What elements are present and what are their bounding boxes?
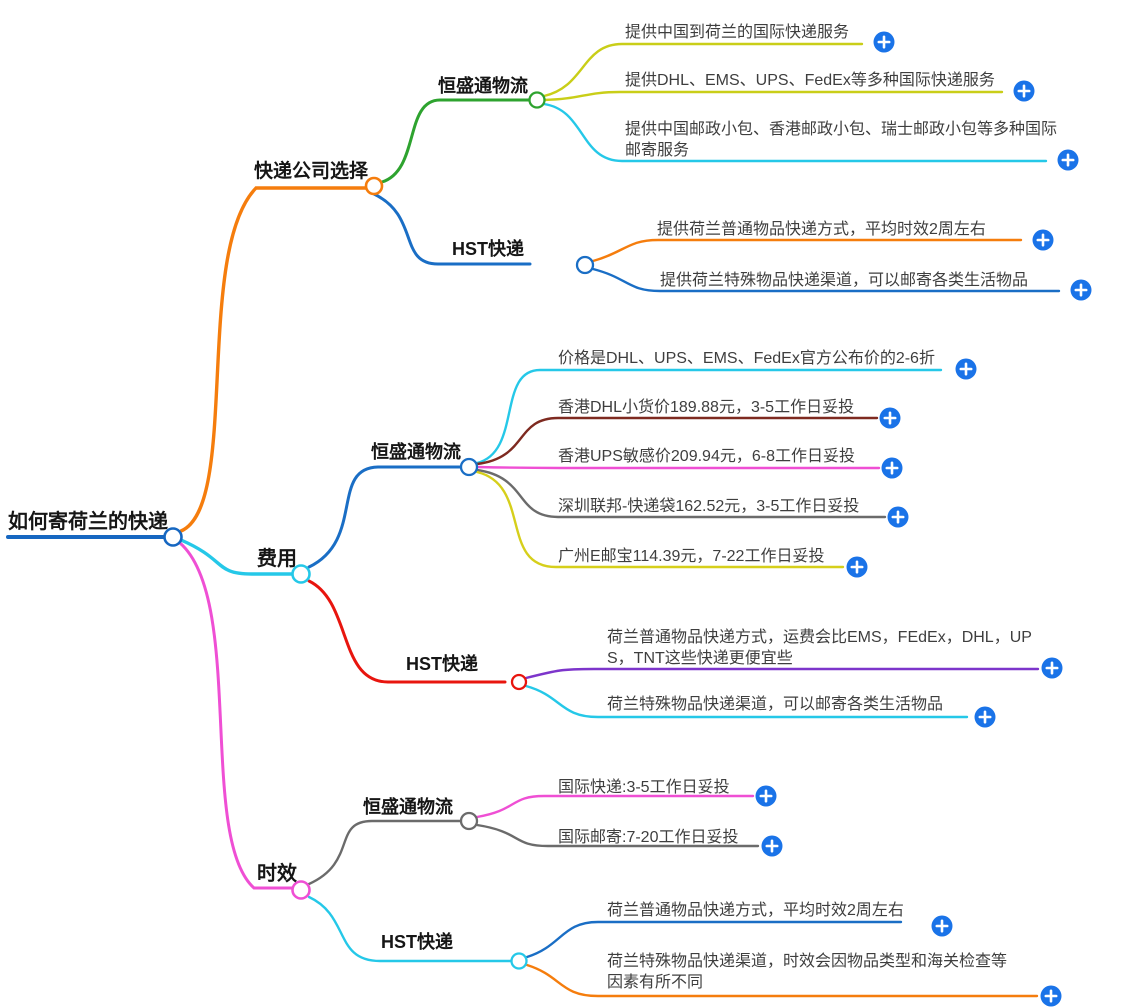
toggle-hengshengtong-bot[interactable]: [459, 811, 479, 831]
edge-leaf-cheaper: [524, 667, 1040, 680]
toggle-cost[interactable]: [291, 564, 311, 584]
leaf-nl-normal-top[interactable]: 提供荷兰普通物品快递方式，平均时效2周左右: [657, 221, 986, 238]
edge-cost: [179, 538, 295, 576]
node-hengshengtong-mid[interactable]: 恒盛通物流: [371, 442, 461, 462]
add-node-button[interactable]: [881, 457, 903, 479]
add-node-button[interactable]: [1070, 279, 1092, 301]
node-hst-mid[interactable]: HST快递: [406, 654, 478, 674]
leaf-nl-special-mid[interactable]: 荷兰特殊物品快递渠道，可以邮寄各类生活物品: [607, 696, 944, 713]
edge-company-selection: [179, 186, 368, 533]
leaf-nl-normal-bot[interactable]: 荷兰普通物品快递方式，平均时效2周左右: [607, 902, 904, 919]
plus-icon: [1074, 283, 1088, 297]
toggle-root[interactable]: [163, 527, 183, 547]
add-node-button[interactable]: [931, 915, 953, 937]
edge-leaf-hk-dhl: [475, 416, 879, 466]
toggle-hst-bot[interactable]: [510, 952, 528, 970]
edge-leaf-intl-express-time: [475, 794, 755, 819]
leaf-postal-packets[interactable]: 提供中国邮政小包、香港邮政小包、瑞士邮政小包等多种国际邮寄服务: [625, 121, 1058, 159]
plus-icon: [765, 839, 779, 853]
edge-leaf-hk-ups: [475, 465, 881, 470]
leaf-price-discount[interactable]: 价格是DHL、UPS、EMS、FedEx官方公布价的2-6折: [558, 350, 935, 367]
edge-timeliness: [178, 541, 295, 890]
edge-hengshengtong-mid: [307, 465, 462, 569]
plus-icon: [959, 362, 973, 376]
edge-leaf-postal-packets: [542, 102, 1048, 163]
add-node-button[interactable]: [1057, 149, 1079, 171]
edge-leaf-nl-special-top: [591, 267, 1061, 293]
leaf-dhl-ems-ups[interactable]: 提供DHL、EMS、UPS、FedEx等多种国际快递服务: [625, 72, 995, 89]
toggle-hst-mid[interactable]: [510, 673, 528, 691]
leaf-nl-special-bot[interactable]: 荷兰特殊物品快递渠道，时效会因物品类型和海关检查等因素有所不同: [607, 953, 1008, 991]
leaf-sz-fedex[interactable]: 深圳联邦-快递袋162.52元，3-5工作日妥投: [558, 498, 860, 515]
leaf-intl-express-time[interactable]: 国际快递:3-5工作日妥投: [558, 779, 730, 796]
leaf-intl-mail-time[interactable]: 国际邮寄:7-20工作日妥投: [558, 829, 739, 846]
plus-icon: [1017, 84, 1031, 98]
edge-leaf-cn-nl-service: [542, 42, 864, 98]
add-node-button[interactable]: [1032, 229, 1054, 251]
node-hengshengtong-bot[interactable]: 恒盛通物流: [363, 797, 453, 817]
add-node-button[interactable]: [873, 31, 895, 53]
plus-icon: [759, 789, 773, 803]
node-root[interactable]: 如何寄荷兰的快递: [8, 511, 168, 533]
leaf-cheaper[interactable]: 荷兰普通物品快递方式，运费会比EMS，FEdEx，DHL，UPS，TNT这些快递…: [607, 629, 1032, 667]
add-node-button[interactable]: [974, 706, 996, 728]
node-company-selection[interactable]: 快递公司选择: [254, 161, 369, 182]
add-node-button[interactable]: [1013, 80, 1035, 102]
add-node-button[interactable]: [887, 506, 909, 528]
plus-icon: [850, 560, 864, 574]
edge-leaf-intl-mail-time: [475, 823, 760, 848]
plus-icon: [978, 710, 992, 724]
edge-leaf-nl-special-bot: [525, 963, 1039, 998]
node-hst-bot[interactable]: HST快递: [381, 932, 453, 952]
add-node-button[interactable]: [846, 556, 868, 578]
edge-leaf-gz-epacket: [475, 470, 845, 569]
edge-hengshengtong-bot: [307, 819, 462, 886]
plus-icon: [1061, 153, 1075, 167]
edge-leaf-nl-normal-top: [591, 238, 1023, 263]
add-node-button[interactable]: [1041, 657, 1063, 679]
leaf-hk-ups[interactable]: 香港UPS敏感价209.94元，6-8工作日妥投: [558, 448, 855, 465]
plus-icon: [885, 461, 899, 475]
add-node-button[interactable]: [1040, 985, 1062, 1007]
add-node-button[interactable]: [761, 835, 783, 857]
leaf-hk-dhl[interactable]: 香港DHL小货价189.88元，3-5工作日妥投: [558, 399, 855, 416]
edge-leaf-sz-fedex: [475, 468, 887, 519]
node-hst-top[interactable]: HST快递: [452, 239, 524, 259]
add-node-button[interactable]: [955, 358, 977, 380]
plus-icon: [1036, 233, 1050, 247]
leaf-cn-nl-service[interactable]: 提供中国到荷兰的国际快递服务: [625, 24, 850, 41]
node-cost[interactable]: 费用: [257, 548, 297, 570]
node-timeliness[interactable]: 时效: [257, 863, 297, 885]
edge-hengshengtong-top: [380, 98, 531, 184]
edge-hst-mid: [307, 579, 507, 684]
leaf-gz-epacket[interactable]: 广州E邮宝114.39元，7-22工作日妥投: [558, 548, 825, 565]
edge-hst-bot: [307, 895, 513, 963]
edge-leaf-nl-special-mid: [524, 684, 969, 719]
plus-icon: [891, 510, 905, 524]
toggle-hengshengtong-mid[interactable]: [459, 457, 479, 477]
plus-icon: [1045, 661, 1059, 675]
leaf-nl-special-top[interactable]: 提供荷兰特殊物品快递渠道，可以邮寄各类生活物品: [660, 272, 1029, 289]
toggle-hst-top[interactable]: [575, 255, 595, 275]
node-hengshengtong-top[interactable]: 恒盛通物流: [438, 76, 528, 96]
toggle-hengshengtong-top[interactable]: [528, 91, 546, 109]
plus-icon: [935, 919, 949, 933]
edge-leaf-nl-normal-bot: [525, 920, 903, 959]
edge-hst-top: [372, 192, 532, 266]
edge-leaf-price-discount: [475, 368, 943, 465]
toggle-company-selection[interactable]: [364, 176, 384, 196]
add-node-button[interactable]: [755, 785, 777, 807]
toggle-timeliness[interactable]: [291, 880, 311, 900]
plus-icon: [877, 35, 891, 49]
plus-icon: [1044, 989, 1058, 1003]
edge-leaf-dhl-ems-ups: [542, 90, 1004, 102]
plus-icon: [883, 411, 897, 425]
add-node-button[interactable]: [879, 407, 901, 429]
